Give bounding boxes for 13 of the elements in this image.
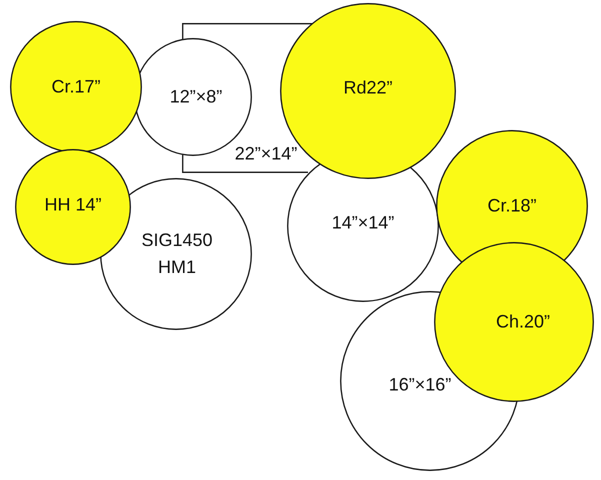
cymbal-label: Rd22” [343,76,393,100]
cymbal-label: Cr.17” [51,76,101,98]
drum-label: 22”×14” [234,142,298,166]
drum-label: SIG1450 HM1 [140,229,214,279]
cymbal-circle [10,21,142,153]
cymbal-label: Ch.20” [496,310,550,334]
drum-label: 12”×8” [170,86,222,108]
drum-circle [100,178,252,330]
drum-label: 16”×16” [388,374,452,396]
cymbal-label: HH 14” [44,194,102,216]
drum-label: 14”×14” [332,212,394,234]
cymbal-circle [15,149,131,265]
cymbal-label: Cr.18” [487,194,537,218]
